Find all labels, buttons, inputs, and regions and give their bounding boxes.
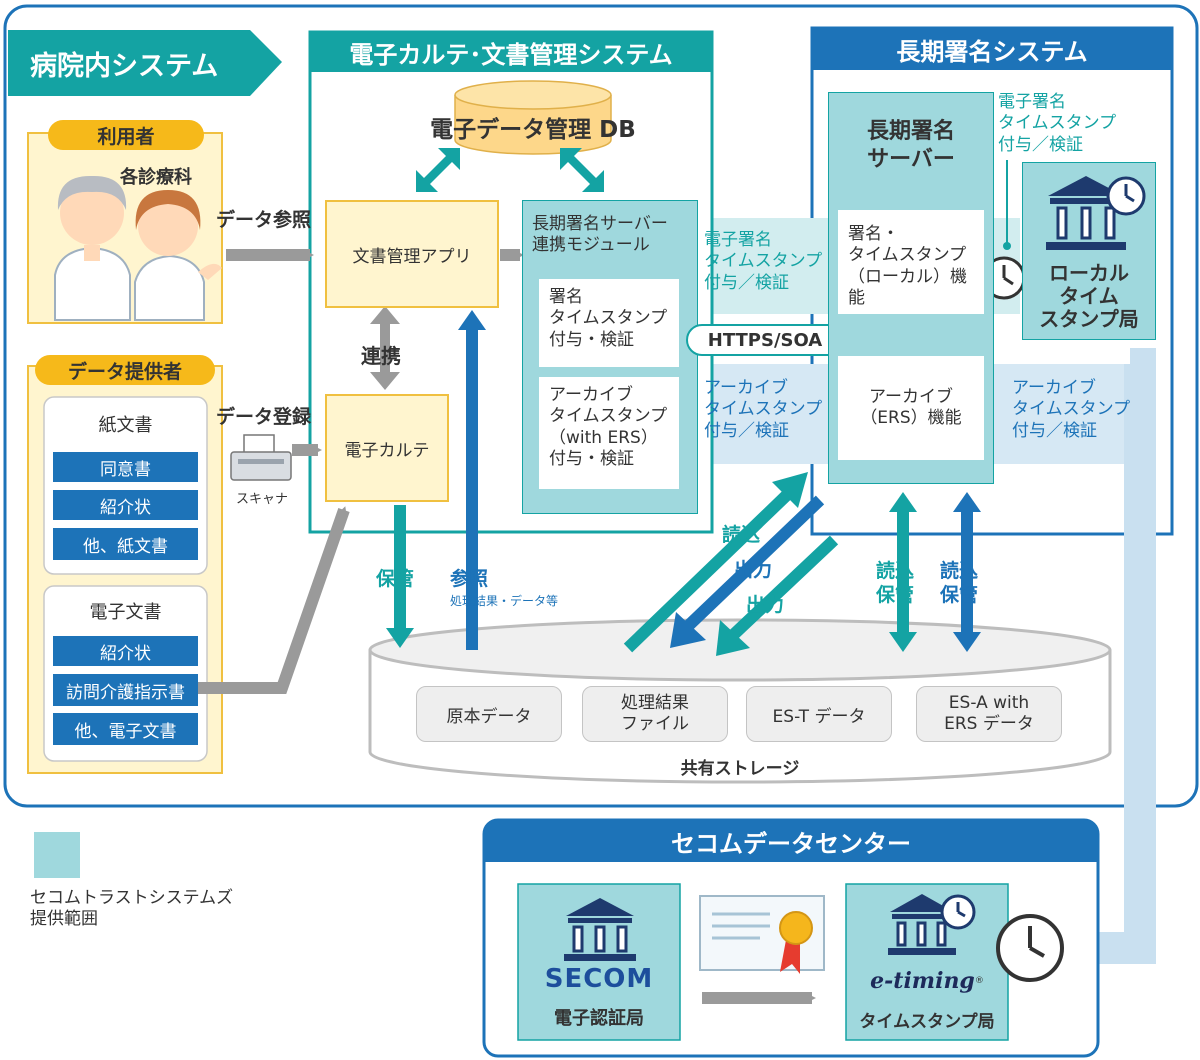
local-tsa-building-icon [1046,176,1146,250]
db-link-arrows [416,148,604,192]
secom-dc-title-bar [484,820,1098,862]
read-store-arrow-2 [953,492,981,652]
output-label-1: 出力 [734,559,773,581]
secom-dc-title: セコムデータセンター [671,829,911,858]
read-store-label-2: 読込 保管 [940,560,979,606]
lts-esig-label: 電子署名 タイムスタンプ 付与／検証 [998,92,1117,155]
storage-item-esa: ES-A with ERS データ [916,686,1062,742]
storage-item-results: 処理結果 ファイル [582,686,728,742]
read-label: 読込 [722,524,761,546]
module-title: 長期署名サーバー 連携モジュール [532,214,668,256]
paper-doc-consent: 同意書 [53,452,198,482]
secom-logo: SECOM [544,964,654,994]
doctors-illustration [54,175,222,321]
paper-doc-referral: 紹介状 [53,490,198,520]
store-label: 保管 [376,568,415,590]
db-cylinder [454,80,612,155]
right-archive-label: アーカイブ タイムスタンプ 付与／検証 [1012,378,1131,441]
electronic-doc-other: 他、電子文書 [53,713,198,745]
reference-arrow [458,310,486,650]
ca-building-icon [564,898,636,961]
etiming-logo: e-timing® [846,966,1008,996]
hospital-title-banner [8,30,282,96]
electronic-doc-care-order: 訪問介護指示書 [53,674,198,706]
doc-app-box: 文書管理アプリ [325,200,499,308]
module-archive-func: アーカイブ タイムスタンプ （with ERS） 付与・検証 [539,377,679,489]
link-double-arrow [370,306,400,390]
storage-label: 共有ストレージ [680,758,800,779]
db-label: 電子データ管理 DB [430,117,636,143]
store-arrow [386,505,414,648]
tsa-label: タイムスタンプ局 [859,1011,995,1032]
storage-item-est: ES-T データ [746,686,892,742]
legend-text: セコムトラストシステムズ 提供範囲 [30,888,234,930]
archive-flow-label: アーカイブ タイムスタンプ 付与／検証 [704,378,823,441]
ref-label: 参照 [450,568,489,590]
storage-item-original: 原本データ [416,686,562,742]
read-store-arrow-1 [889,492,917,652]
ehr-title-bar [310,32,712,72]
providers-label: データ提供者 [35,355,215,385]
etiming-reg-mark: ® [974,976,984,986]
lts-sign-func: 署名・ タイムスタンプ （ローカル）機能 [838,210,984,314]
ehr-title: 電子カルテ･文書管理システム [349,40,673,69]
ref-sublabel: 処理結果・データ等 [450,594,559,608]
hospital-title: 病院内システム [30,51,219,82]
data-ref-label: データ参照 [216,209,312,231]
read-store-label-1: 読込 保管 [876,560,915,606]
dc-clock-icon [996,914,1064,982]
lts-title-bar [812,28,1172,70]
esig-flow-label: 電子署名 タイムスタンプ 付与／検証 [704,230,823,293]
lts-title: 長期署名システム [896,37,1088,66]
scanner-label: スキャナ [235,491,288,507]
users-label: 利用者 [48,120,204,150]
diagonal-flow-arrows [623,472,839,656]
data-reg-label: データ登録 [216,406,312,428]
module-sign-func: 署名 タイムスタンプ 付与・検証 [539,279,679,367]
lts-server-title: 長期署名 サーバー [866,119,955,172]
tsa-building-icon [888,894,976,955]
certificate-illustration [699,895,825,974]
karte-box: 電子カルテ [325,394,449,502]
etiming-logo-text: e-timing [870,968,975,994]
https-soa-badge: HTTPS/SOA [686,324,844,356]
link-label: 連携 [361,344,401,368]
electronic-to-karte-arrow [198,506,350,694]
archive-to-dc-band [1066,348,1156,964]
legend-swatch [34,832,80,878]
scanner-illustration [230,434,292,481]
paper-doc-other: 他、紙文書 [53,528,198,560]
lts-archive-func: アーカイブ （ERS）機能 [838,356,984,460]
local-tsa-label: ローカル タイム スタンプ局 [1039,261,1139,331]
output-label-2: 出力 [746,594,785,616]
electronic-doc-referral: 紹介状 [53,636,198,666]
paper-docs-title: 紙文書 [98,415,153,436]
electronic-docs-title: 電子文書 [89,602,162,623]
users-dept: 各診療科 [120,167,192,188]
ca-label: 電子認証局 [554,1008,644,1029]
